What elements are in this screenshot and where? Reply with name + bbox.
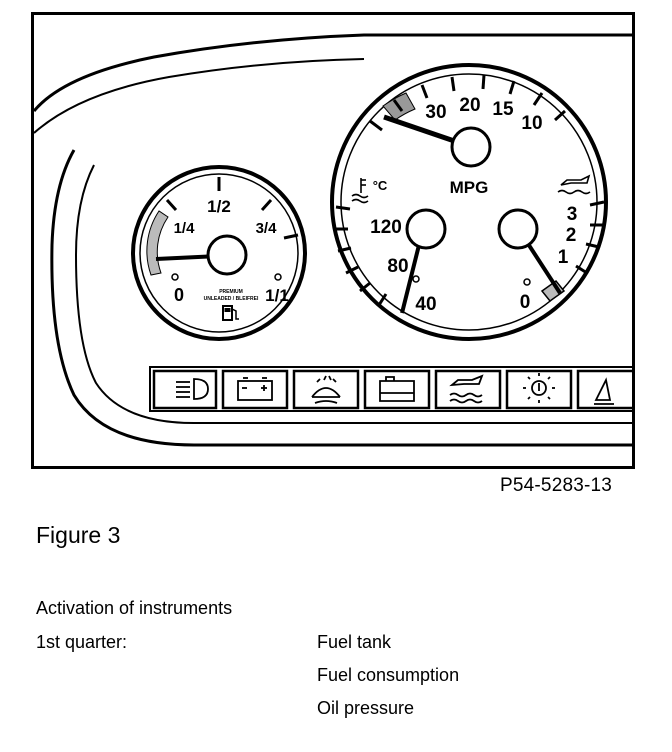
main-gauge: 30 20 15 10 MPG °C xyxy=(330,63,608,341)
fuel-gauge: 1/2 1/4 3/4 0 1/1 PREMIUM UNLEADED / BLE… xyxy=(131,165,307,341)
fuel-fine-print-1: PREMIUM xyxy=(219,289,243,295)
fuel-ticks xyxy=(165,177,299,240)
oil-hub xyxy=(497,208,539,250)
temperature-gauge: °C 120 80 40 xyxy=(335,178,447,315)
temp-ticks xyxy=(335,205,388,306)
fuel-pump-icon xyxy=(222,305,239,321)
temp-min-dot xyxy=(412,275,420,283)
warning-cell-2 xyxy=(221,369,289,410)
warning-cell-6 xyxy=(505,369,573,410)
dash-outline-outer xyxy=(34,33,632,112)
list-item: Oil pressure xyxy=(317,698,415,718)
instrument-cluster-figure: 1/2 1/4 3/4 0 1/1 PREMIUM UNLEADED / BLE… xyxy=(31,12,635,469)
fuel-label-half: 1/2 xyxy=(207,197,231,216)
temp-label-40: 40 xyxy=(415,294,436,315)
fuel-full-dot xyxy=(274,273,282,281)
fuel-label-full: 1/1 xyxy=(265,286,289,305)
mpg-label-15: 15 xyxy=(492,99,514,120)
temp-label-80: 80 xyxy=(387,256,408,277)
temp-hub xyxy=(405,208,447,250)
oil-can-icon xyxy=(557,174,591,195)
oil-warning-zone xyxy=(540,279,566,303)
warning-light-strip xyxy=(149,366,632,412)
mpg-unit-label: MPG xyxy=(450,178,489,197)
coolant-level-icon xyxy=(379,376,415,402)
fuel-label-empty: 0 xyxy=(174,285,184,305)
mpg-label-30: 30 xyxy=(425,102,446,123)
list-item: Fuel consumption xyxy=(317,665,460,685)
list-item: Fuel tank xyxy=(317,632,392,652)
oil-label-3: 3 xyxy=(567,204,578,225)
dash-lower-inner xyxy=(74,164,632,424)
warning-cell-4 xyxy=(363,369,431,410)
fuel-hub xyxy=(206,234,248,276)
fuel-fine-print-2: UNLEADED / BLEIFREI xyxy=(204,296,259,302)
dash-lower-outer xyxy=(50,149,632,447)
headlight-icon xyxy=(176,378,209,400)
warning-cell-5 xyxy=(434,369,502,410)
mpg-label-10: 10 xyxy=(521,113,542,134)
warning-cell-1 xyxy=(152,369,218,410)
mpg-hub xyxy=(450,126,492,168)
oil-pressure-gauge: 3 2 1 0 xyxy=(497,174,605,313)
oil-label-1: 1 xyxy=(558,247,569,268)
temp-label-120: 120 xyxy=(370,217,402,238)
brake-pad-icon xyxy=(594,377,614,405)
mpg-ticks xyxy=(369,74,567,132)
temp-unit-label: °C xyxy=(373,178,388,193)
warning-cell-7 xyxy=(576,369,632,410)
oil-label-2: 2 xyxy=(566,225,577,246)
coolant-temp-icon xyxy=(351,178,369,204)
oil-ticks xyxy=(575,200,605,275)
fuel-reserve-band xyxy=(146,210,169,276)
oil-level-icon xyxy=(449,374,484,404)
fuel-empty-dot xyxy=(171,273,179,281)
oil-label-0: 0 xyxy=(520,292,531,313)
oil-min-dot xyxy=(523,278,531,286)
instrument-cluster-drawing: 1/2 1/4 3/4 0 1/1 PREMIUM UNLEADED / BLE… xyxy=(34,33,632,447)
figure-caption: Figure 3 xyxy=(36,522,121,548)
battery-icon xyxy=(237,377,273,401)
bulb-failure-icon xyxy=(523,373,555,403)
warning-cell-3 xyxy=(292,369,360,410)
fuel-label-quarter: 1/4 xyxy=(174,220,196,237)
fuel-label-three-quarter: 3/4 xyxy=(256,220,278,237)
quarter-label: 1st quarter: xyxy=(36,632,128,652)
washer-fluid-icon xyxy=(311,375,341,404)
mpg-label-20: 20 xyxy=(459,95,480,116)
section-heading: Activation of instruments xyxy=(36,598,233,618)
figure-reference-code: P54-5283-13 xyxy=(500,475,613,496)
temp-needle xyxy=(400,236,423,314)
dash-outline-inner xyxy=(34,58,365,134)
